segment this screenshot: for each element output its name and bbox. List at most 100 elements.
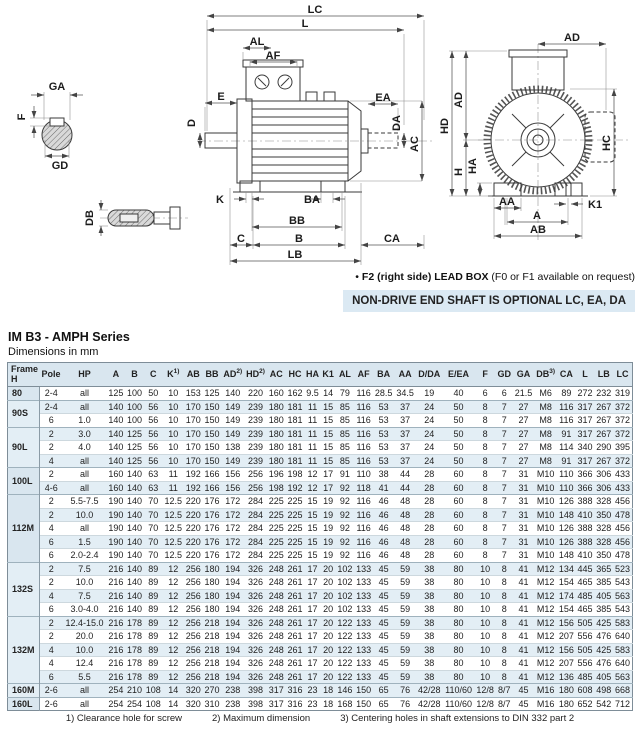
table-cell: 12.4-15.0 xyxy=(62,615,107,630)
table-cell: M12 xyxy=(534,602,558,616)
table-cell: 15 xyxy=(304,521,321,535)
table-cell: 60 xyxy=(442,494,475,508)
table-cell: 405 xyxy=(594,588,614,603)
table-cell: 3.0-4.0 xyxy=(62,602,107,616)
table-cell: 180 xyxy=(202,575,222,589)
table-cell: 133 xyxy=(354,615,373,630)
table-cell: 38 xyxy=(415,588,443,603)
dim-label-d: D xyxy=(186,119,198,127)
table-cell: 4 xyxy=(39,656,63,670)
table-cell: 20.0 xyxy=(62,629,107,643)
table-cell: 116 xyxy=(354,494,373,508)
table-cell: 261 xyxy=(285,615,305,630)
table-cell: 398 xyxy=(244,683,267,697)
table-cell: 12.4 xyxy=(62,656,107,670)
table-cell: 170 xyxy=(183,413,203,427)
table-cell: 7 xyxy=(495,534,513,549)
table-cell: 7 xyxy=(495,494,513,508)
table-cell: 543 xyxy=(613,575,633,589)
table-cell: 17 xyxy=(304,588,321,603)
table-cell: 100 xyxy=(125,413,144,427)
table-cell: 425 xyxy=(594,642,614,657)
table-cell: 181 xyxy=(285,453,305,468)
col-header-lb: LB xyxy=(594,362,614,387)
table-cell: 220 xyxy=(183,548,203,562)
table-cell: 8 xyxy=(474,480,496,495)
table-cell: 41 xyxy=(512,656,535,670)
table-cell: 12/8 xyxy=(474,683,496,697)
table-cell: 556 xyxy=(575,629,595,643)
col-header-db: DB3) xyxy=(534,362,558,387)
table-cell: 53 xyxy=(372,440,395,454)
table-cell: 261 xyxy=(285,642,305,657)
table-cell: 372 xyxy=(613,453,633,468)
table-cell: 122 xyxy=(335,656,355,670)
table-cell: 85 xyxy=(335,413,355,427)
table-cell: 225 xyxy=(285,521,305,535)
table-cell: 8 xyxy=(474,521,496,535)
table-cell: 65 xyxy=(372,696,395,711)
table-cell: 6 xyxy=(39,534,63,549)
table-cell: 17 xyxy=(304,642,321,657)
table-cell: 366 xyxy=(575,467,595,481)
table-cell: 256 xyxy=(183,602,203,616)
table-cell: 180 xyxy=(202,561,222,576)
table-cell: 248 xyxy=(266,575,286,589)
table-cell: 110/60 xyxy=(442,683,475,697)
table-cell: 133 xyxy=(354,669,373,684)
table-cell: 12 xyxy=(162,656,184,670)
table-cell: 34.5 xyxy=(394,386,416,400)
dim-label-k1: K1 xyxy=(588,199,602,211)
frame-cell: 80 xyxy=(7,386,40,400)
table-cell: 114 xyxy=(557,440,576,454)
table-cell: 166 xyxy=(202,467,222,481)
table-cell: 254 xyxy=(106,683,126,697)
col-header-pole: Pole xyxy=(39,362,63,387)
table-cell: M12 xyxy=(534,629,558,643)
table-cell: 216 xyxy=(106,669,126,684)
note-f2-rest: (F0 or F1 available on request) xyxy=(491,271,635,283)
table-cell: 140 xyxy=(221,386,245,400)
table-cell: 133 xyxy=(354,602,373,616)
table-cell: 12 xyxy=(162,629,184,643)
table-cell: 153 xyxy=(183,386,203,400)
table-cell: M16 xyxy=(534,683,558,697)
col-header-ba: BA xyxy=(372,362,395,387)
table-cell: 59 xyxy=(394,629,416,643)
table-cell: 172 xyxy=(221,548,245,562)
table-cell: 543 xyxy=(613,602,633,616)
table-cell: 465 xyxy=(575,575,595,589)
table-cell: 194 xyxy=(221,642,245,657)
table-cell: 8/7 xyxy=(495,683,513,697)
table-cell: 45 xyxy=(512,696,535,711)
table-cell: 31 xyxy=(512,467,535,481)
table-cell: 45 xyxy=(372,602,395,616)
table-cell: 218 xyxy=(202,615,222,630)
table-cell: 148 xyxy=(557,507,576,522)
table-cell: 28 xyxy=(415,548,443,562)
table-cell: 133 xyxy=(354,588,373,603)
table-cell: 11 xyxy=(162,467,184,481)
table-cell: 194 xyxy=(221,615,245,630)
table-cell: all xyxy=(62,467,107,481)
table-cell: 190 xyxy=(106,494,126,508)
table-cell: 122 xyxy=(335,642,355,657)
table-cell: 156 xyxy=(221,467,245,481)
table-cell: 92 xyxy=(335,507,355,522)
table-cell: 248 xyxy=(266,588,286,603)
table-cell: 6 xyxy=(495,386,513,400)
table-cell: 100 xyxy=(125,399,144,414)
table-cell: 12.5 xyxy=(162,507,184,522)
table-cell: 172 xyxy=(221,521,245,535)
table-cell: 53 xyxy=(372,413,395,427)
table-cell: 20 xyxy=(320,588,336,603)
col-header-k1: K1 xyxy=(320,362,336,387)
table-cell: 317 xyxy=(575,426,595,441)
col-header-bb: BB xyxy=(202,362,222,387)
table-cell: 37 xyxy=(394,399,416,414)
table-cell: 28 xyxy=(415,521,443,535)
